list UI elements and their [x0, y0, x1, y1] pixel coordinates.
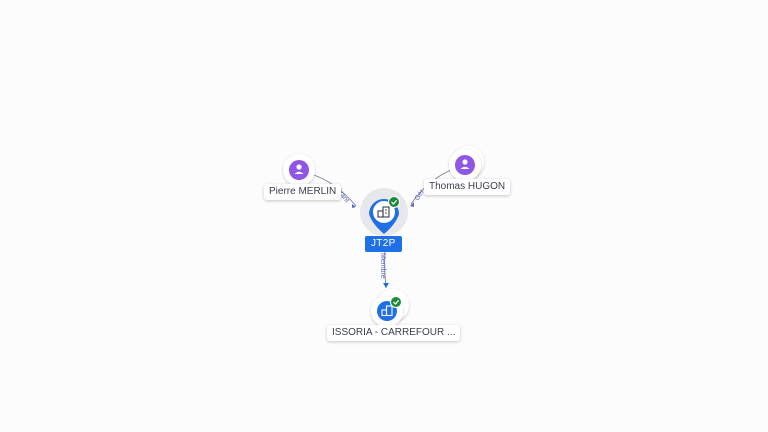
- person-icon: [460, 159, 470, 169]
- node-label-jt2p[interactable]: JT2P: [365, 236, 402, 252]
- node-pierre-merlin[interactable]: [283, 154, 315, 186]
- node-jt2p[interactable]: [360, 188, 408, 236]
- building-icon: [381, 305, 393, 317]
- person-icon: [294, 164, 304, 174]
- edge-thomas-arrow: [410, 202, 414, 207]
- verified-check-icon: [390, 296, 402, 308]
- node-issoria[interactable]: [371, 289, 409, 327]
- node-label-thomas-hugon[interactable]: Thomas HUGON: [424, 179, 511, 195]
- verified-check-icon: [388, 196, 400, 208]
- node-label-pierre-merlin[interactable]: Pierre MERLIN: [264, 184, 342, 200]
- node-label-issoria[interactable]: ISSORIA - CARREFOUR ...: [327, 325, 461, 341]
- node-thomas-hugon[interactable]: [449, 146, 484, 181]
- edge-label-membre: Membre: [379, 253, 386, 279]
- edge-issoria-arrow: [383, 283, 389, 288]
- edge-pierre-arrow: [352, 204, 356, 208]
- building-icon: [377, 206, 390, 218]
